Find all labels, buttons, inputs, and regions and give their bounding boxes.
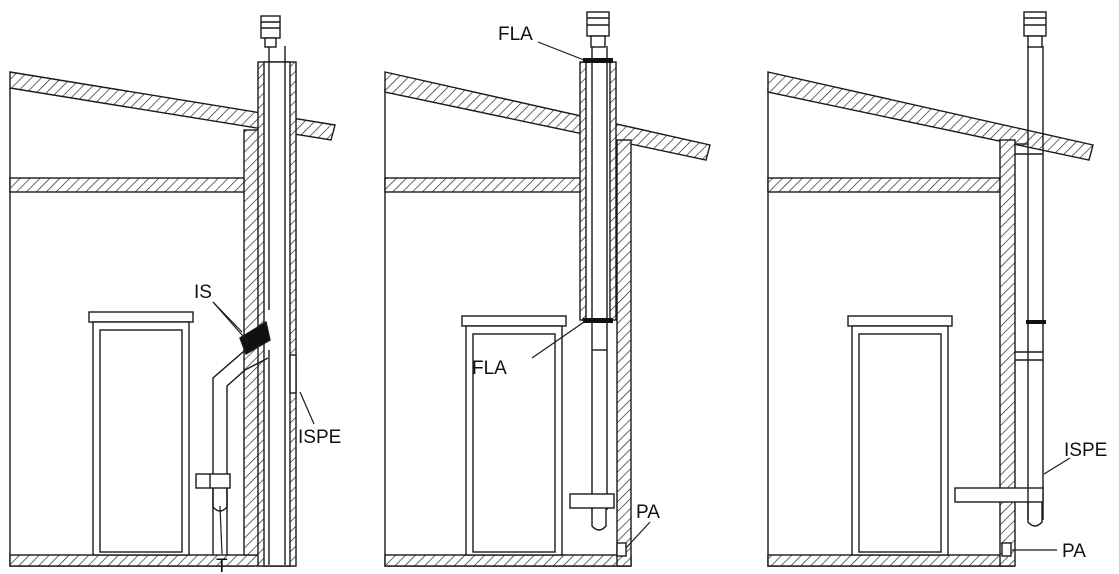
leader-is-2: [212, 301, 251, 345]
middle-roof: [384, 71, 711, 161]
left-inspection-door: [289, 354, 297, 394]
left-floor-slab: [9, 554, 293, 567]
label-fla-top: FLA: [498, 24, 533, 45]
right-pa-plate: [1001, 542, 1012, 557]
right-horizontal-connector: [954, 487, 1044, 503]
right-terminal-cap: [1023, 11, 1047, 37]
middle-boiler-body: [465, 325, 563, 556]
label-pa-right: PA: [1062, 541, 1086, 562]
left-terminal-cap: [260, 15, 281, 39]
left-tee: [195, 473, 231, 489]
left-is-sleeve: [239, 320, 271, 356]
left-chimney-casing-inner: [263, 61, 291, 567]
label-ispe-right: ISPE: [1064, 440, 1107, 461]
label-ispe-left: ISPE: [298, 427, 341, 448]
left-boiler-top: [88, 311, 194, 323]
middle-fla-band-top: [583, 58, 613, 63]
right-ceiling-slab: [767, 177, 1001, 193]
middle-boiler-top: [461, 315, 567, 327]
leader-lines: [212, 41, 1071, 555]
right-outer-wall: [999, 139, 1016, 567]
label-is: IS: [194, 282, 212, 303]
right-joint-band: [1026, 320, 1046, 324]
middle-terminal-cap: [586, 11, 610, 37]
middle-fla-band-mid: [583, 318, 613, 323]
middle-floor-slab: [384, 554, 632, 567]
middle-outer-wall: [616, 139, 632, 567]
panel-right: [767, 11, 1094, 567]
right-boiler-body: [851, 325, 949, 556]
label-pa-middle: PA: [636, 502, 660, 523]
panel-middle: [384, 11, 711, 567]
right-roof: [767, 71, 1094, 161]
leader-ispe-right: [1043, 457, 1071, 475]
leader-ispe-left: [299, 391, 315, 425]
right-floor-slab: [767, 554, 1015, 567]
right-boiler-top: [847, 315, 953, 327]
label-t: T: [216, 556, 228, 574]
leader-fla-mid: [531, 321, 585, 359]
middle-connector: [569, 493, 615, 509]
leader-t: [219, 505, 223, 555]
label-fla-mid: FLA: [472, 358, 507, 379]
leader-pa-mid: [625, 521, 651, 549]
left-boiler-body: [92, 321, 190, 556]
leader-fla-top: [537, 41, 585, 61]
panel-left: [9, 15, 336, 567]
middle-pa-plate: [616, 542, 627, 557]
left-roof: [9, 71, 336, 141]
labels: IS ISPE T FLA FLA PA ISPE PA: [194, 24, 1107, 574]
